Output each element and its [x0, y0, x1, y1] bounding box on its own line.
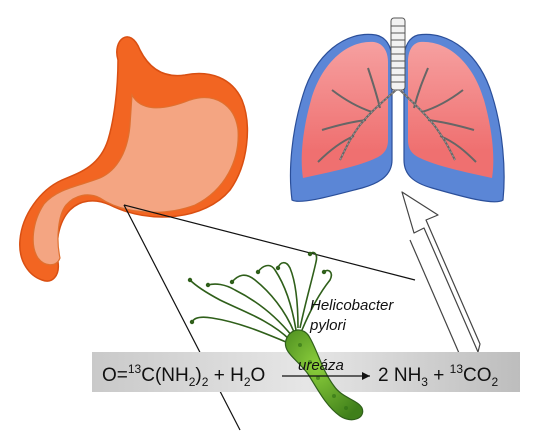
- stomach-inner: [32, 92, 239, 266]
- eq-lhs-o: O: [251, 365, 266, 386]
- eq-lhs-plus-h: + H: [208, 365, 243, 386]
- eq-isotope-13b: 13: [450, 362, 464, 376]
- stomach-icon: [19, 36, 249, 282]
- right-lung-tissue: [408, 41, 494, 178]
- eq-rhs-nh: 2 NH: [378, 365, 421, 386]
- eq-isotope-13a: 13: [128, 362, 142, 376]
- trachea: [390, 17, 406, 91]
- eq-sub-3: 3: [421, 375, 428, 389]
- urea-hydrolysis-equation: O=13C(NH2)2 + H2O ureáza 2 NH3 + 13CO2: [102, 357, 499, 389]
- reaction-arrow-head: [362, 372, 370, 380]
- enzyme-label: ureáza: [298, 357, 344, 374]
- bacterium-label: Helicobacter pylori: [309, 297, 398, 334]
- eq-sub-2a: 2: [189, 375, 196, 389]
- eq-sub-2c: 2: [244, 375, 251, 389]
- bacterium-body: [284, 329, 364, 421]
- bacterium-label-line1: Helicobacter: [310, 297, 394, 314]
- zoom-lines: [123, 204, 416, 431]
- eq-rhs-co: CO: [463, 365, 492, 386]
- eq-lhs-c: C(NH: [141, 365, 189, 386]
- eq-rhs-plus: +: [428, 365, 450, 386]
- bacterium-label-line2: pylori: [309, 317, 347, 334]
- equation-rhs: 2 NH3 + 13CO2: [378, 362, 499, 389]
- eq-lhs-prefix: O=: [102, 365, 128, 386]
- flow-arrow-icon: [401, 191, 481, 361]
- left-lung-tissue: [301, 41, 388, 178]
- equation-lhs: O=13C(NH2)2 + H2O: [102, 362, 265, 389]
- lungs-icon: [289, 17, 505, 203]
- eq-sub-2d: 2: [492, 375, 499, 389]
- eq-sub-2b: 2: [202, 375, 209, 389]
- eq-lhs-close: ): [195, 365, 201, 386]
- bacterium-icon: [187, 251, 364, 421]
